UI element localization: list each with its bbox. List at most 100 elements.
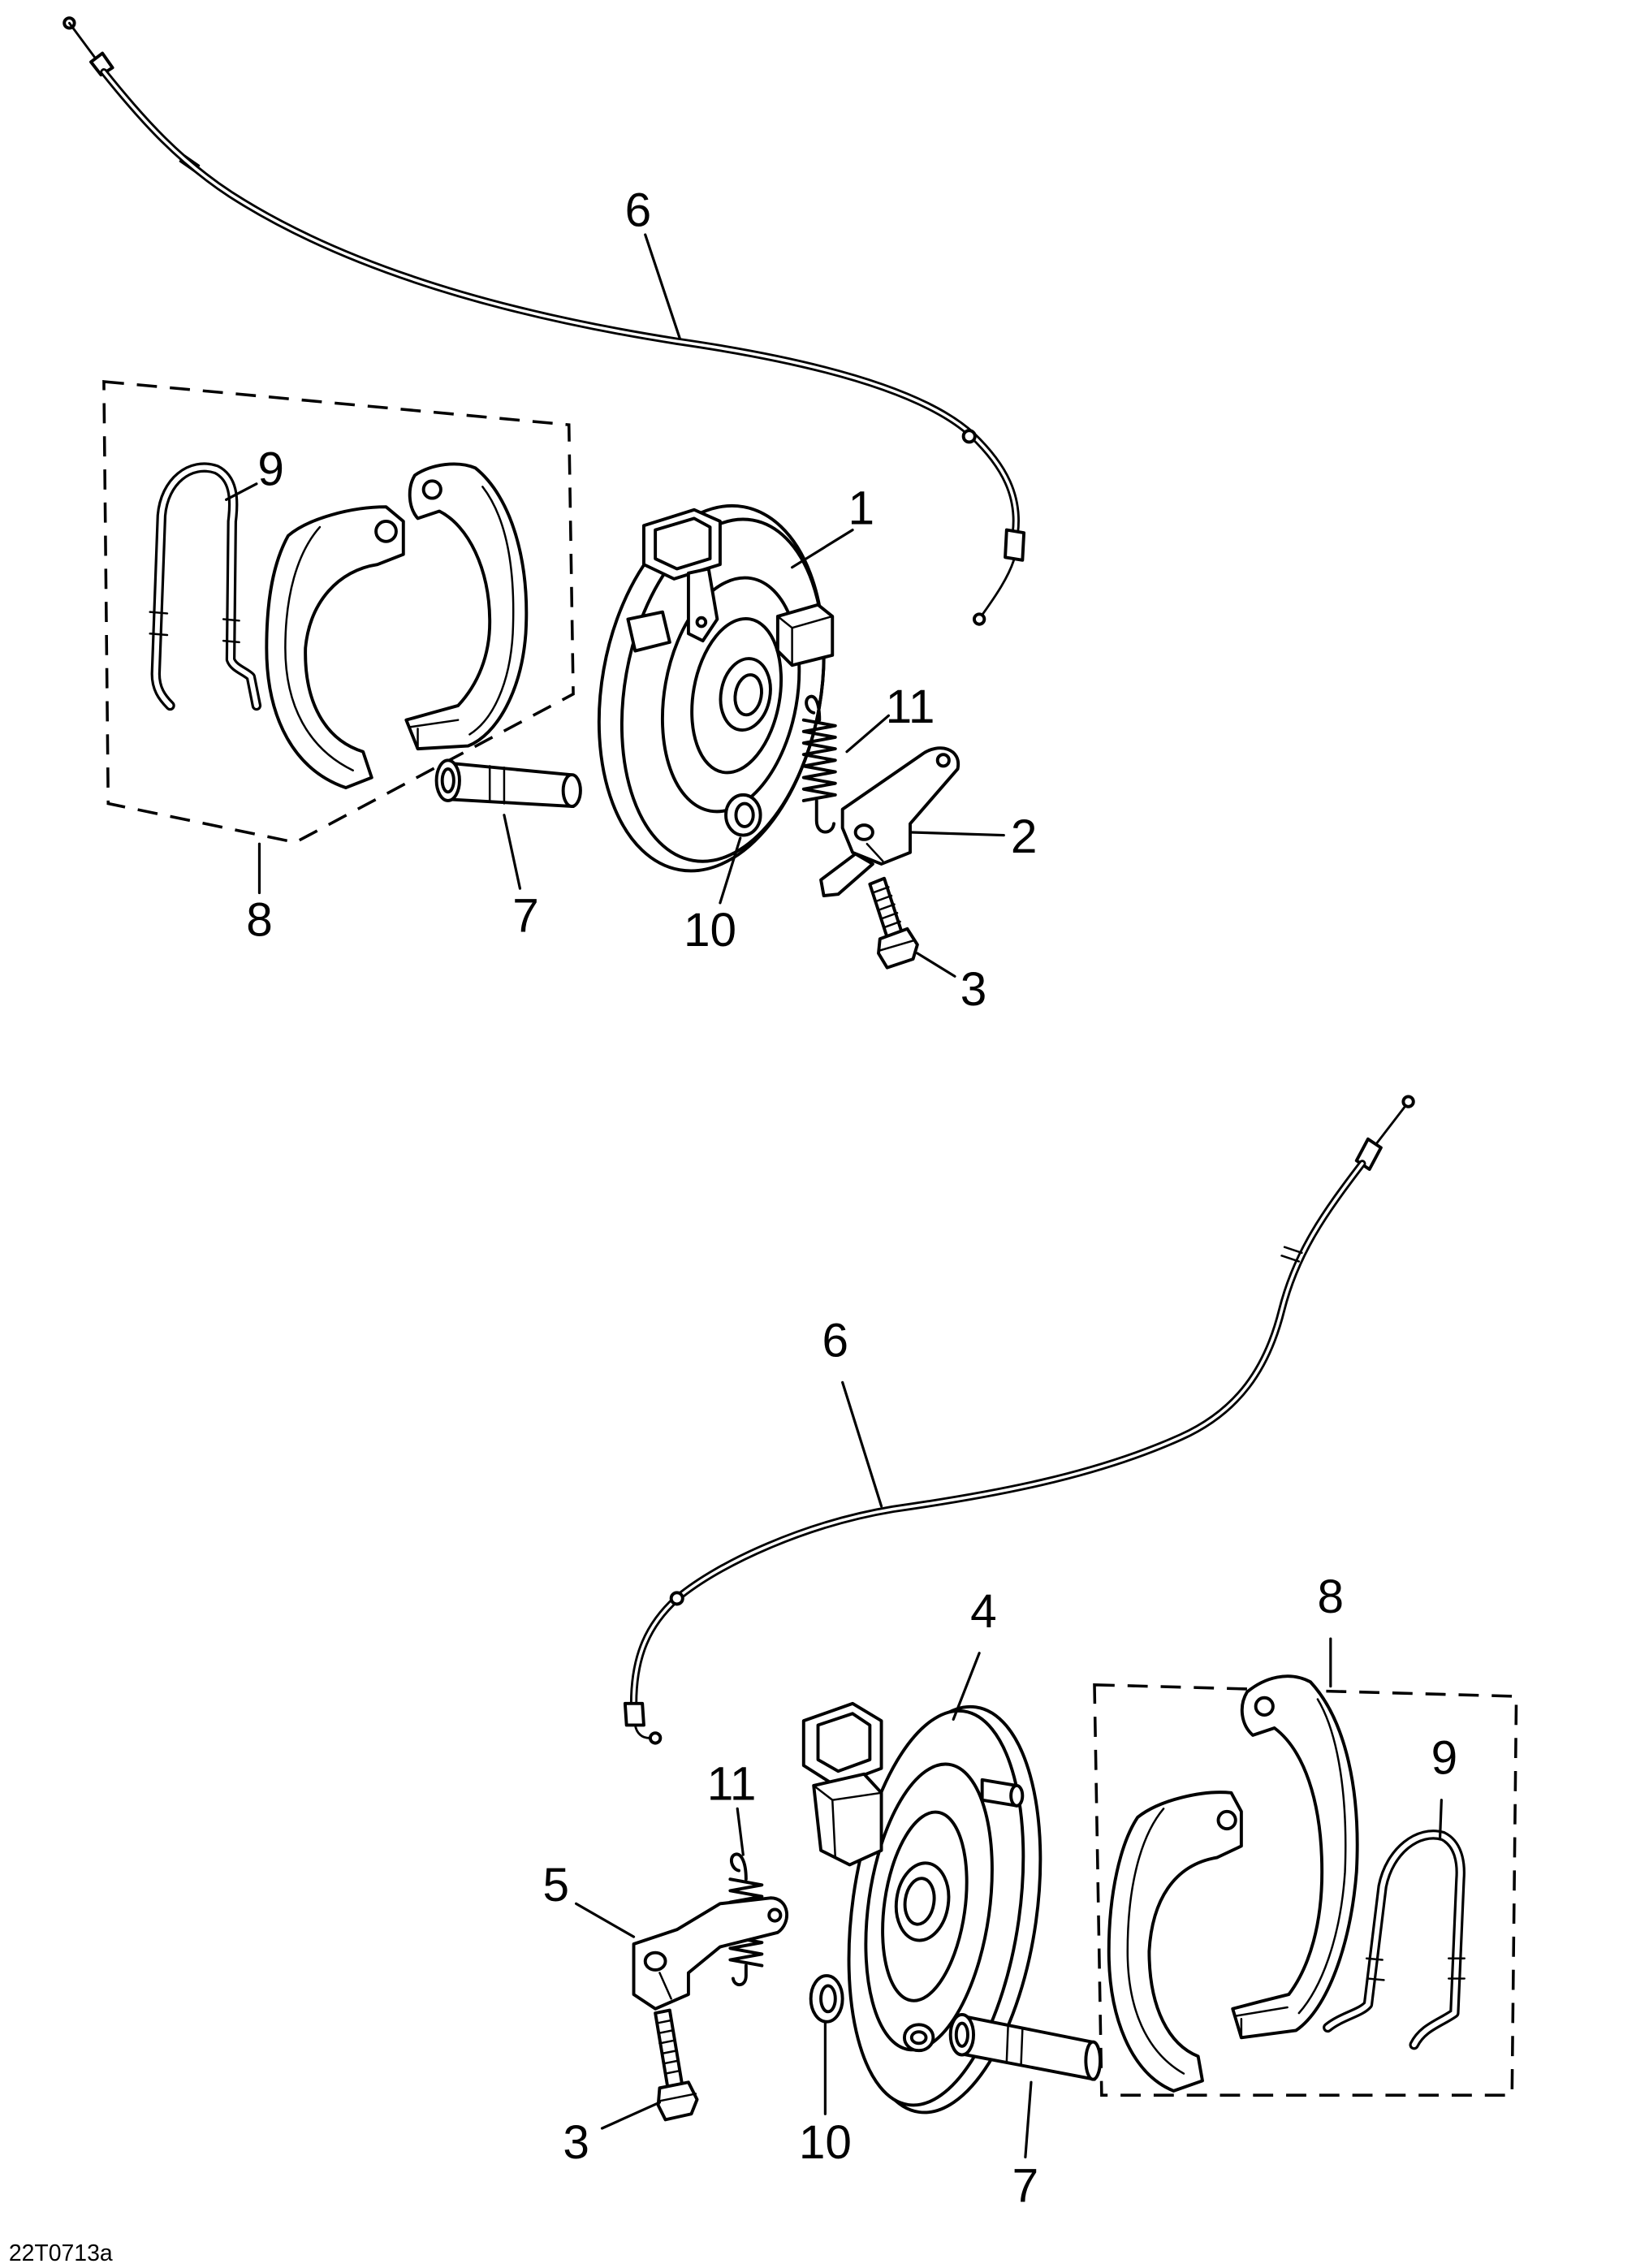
anchor-block-right xyxy=(775,603,835,667)
leader-line xyxy=(503,814,522,890)
cable-ferrule xyxy=(1004,528,1026,562)
lower-brake-cable xyxy=(623,1095,1415,1745)
lower-shoe-spring-clip xyxy=(1323,1830,1466,2050)
lever-clamp-hole xyxy=(853,823,874,841)
cam-lever-hole xyxy=(695,616,708,629)
upper-callout-seal: 10 xyxy=(684,904,736,957)
shoe-lining-edge xyxy=(1297,1698,1347,2015)
lower-callout-cable: 6 xyxy=(822,1314,849,1367)
spring-top-hook xyxy=(729,1852,748,1881)
upper-brake-shoe-front xyxy=(265,505,405,789)
cable-end-nipple xyxy=(648,1731,663,1745)
leader-line xyxy=(600,2101,662,2130)
upper-callouts: 6 9 1 11 2 8 7 10 3 xyxy=(246,184,1037,1015)
seal-inner xyxy=(734,801,755,828)
cam-bracket-inner xyxy=(816,1712,872,1773)
lower-callout-anchor-pin: 7 xyxy=(1012,2159,1039,2212)
cable-end-nipple xyxy=(972,612,986,626)
lever-clamp-slit xyxy=(658,1972,672,2000)
shoe-body xyxy=(265,505,405,789)
pin-head-face xyxy=(954,2021,969,2048)
lower-callout-seal: 10 xyxy=(799,2116,852,2169)
cable-inner-wire xyxy=(981,559,1016,616)
seal-inner xyxy=(819,1984,837,2014)
pin-tip xyxy=(561,773,582,809)
shoe-lining-edge xyxy=(284,525,354,771)
clip-sleeve xyxy=(1365,1957,1466,1981)
plate-ring-inner xyxy=(881,1810,969,2002)
cable-mark xyxy=(179,154,201,173)
cable-end-wire xyxy=(1375,1104,1407,1145)
upper-callout-cable: 6 xyxy=(625,184,652,236)
lever-clamp-slit xyxy=(866,842,884,862)
shoe-lining-edge xyxy=(1126,1808,1185,2075)
leader-line xyxy=(845,714,891,754)
leader-line xyxy=(736,1807,745,1856)
cable-inner-wire xyxy=(633,1724,651,1739)
upper-callout-backing-plate: 1 xyxy=(848,482,874,534)
lever-cable-hole xyxy=(767,1907,783,1923)
plate-ring-outer xyxy=(864,1762,994,2052)
lower-callouts: 6 8 4 9 11 5 3 10 7 xyxy=(542,1314,1457,2212)
leader-line xyxy=(644,233,681,340)
lower-leader-lines xyxy=(575,1380,1443,2159)
cam-bracket-inner xyxy=(654,516,712,571)
shoe-pivot-hole xyxy=(421,479,442,500)
upper-brake-cable xyxy=(63,16,1026,626)
lower-backing-plate xyxy=(801,1701,1042,2115)
lower-brake-shoe-rear xyxy=(1231,1674,1359,2040)
shoe-pivot-hole xyxy=(1254,1696,1275,1717)
lower-callout-lever: 5 xyxy=(542,1859,569,1912)
leader-line xyxy=(575,1902,636,1938)
spring-bottom-hook xyxy=(814,799,835,834)
upper-backing-plate xyxy=(597,503,835,873)
bolt-head xyxy=(877,927,919,970)
cable-ferrule xyxy=(623,1701,645,1727)
clip-sleeve xyxy=(149,611,240,644)
shoe-toe xyxy=(1234,2006,1289,2039)
upper-leader-lines xyxy=(225,233,1005,978)
plate-ring-outer xyxy=(660,576,801,814)
pin-collar xyxy=(1005,2024,1024,2067)
cable-joint xyxy=(669,1591,684,1606)
leader-line xyxy=(1439,1799,1443,1839)
lever-clamp-hole xyxy=(643,1950,667,1972)
upper-brake-shoe-rear xyxy=(404,462,529,751)
plate-ring-inner xyxy=(690,616,783,775)
shoe-pivot-hole xyxy=(374,519,398,543)
upper-callout-spring-clip: 9 xyxy=(257,443,284,496)
upper-brake-lever xyxy=(819,746,960,897)
lower-seal xyxy=(809,1974,844,2024)
upper-lever-bolt xyxy=(868,876,919,970)
upper-callout-lever: 2 xyxy=(1011,810,1038,863)
bolt-head-edge xyxy=(878,939,916,952)
lower-callout-shoe-kit: 8 xyxy=(1318,1570,1345,1623)
bolt-head-edge xyxy=(658,2093,697,2102)
cable-end-cap xyxy=(89,51,114,77)
upper-callout-bolt: 3 xyxy=(960,963,987,1016)
lower-callout-return-spring: 11 xyxy=(707,1758,757,1811)
leader-line xyxy=(916,952,956,978)
cable-joint xyxy=(961,429,977,444)
lever-cable-hole xyxy=(935,753,951,768)
anchor-block-right-face xyxy=(776,615,834,667)
lower-brake-assembly: 6 8 4 9 11 5 3 10 7 xyxy=(542,1095,1518,2212)
cable-sheath xyxy=(629,1160,1366,1708)
shoe-lining-edge xyxy=(468,486,515,736)
lower-brake-shoe-front xyxy=(1107,1791,1243,2093)
lever-tab xyxy=(819,852,874,897)
lower-shoe-kit-outline xyxy=(1093,1683,1518,2097)
lower-callout-bolt: 3 xyxy=(563,2116,589,2169)
plate-boss-bore xyxy=(909,2030,928,2046)
spring-coil xyxy=(801,718,837,802)
figure-code: 22T0713a xyxy=(9,2240,113,2266)
lower-callout-backing-plate: 4 xyxy=(970,1585,997,1638)
leader-line xyxy=(791,528,854,569)
upper-anchor-pin xyxy=(434,758,582,809)
clip-wire-core xyxy=(153,464,259,708)
lever-arm xyxy=(632,1896,789,2011)
bolt-head xyxy=(656,2080,699,2122)
upper-return-spring xyxy=(801,694,837,834)
lower-callout-spring-clip: 9 xyxy=(1431,1732,1458,1785)
